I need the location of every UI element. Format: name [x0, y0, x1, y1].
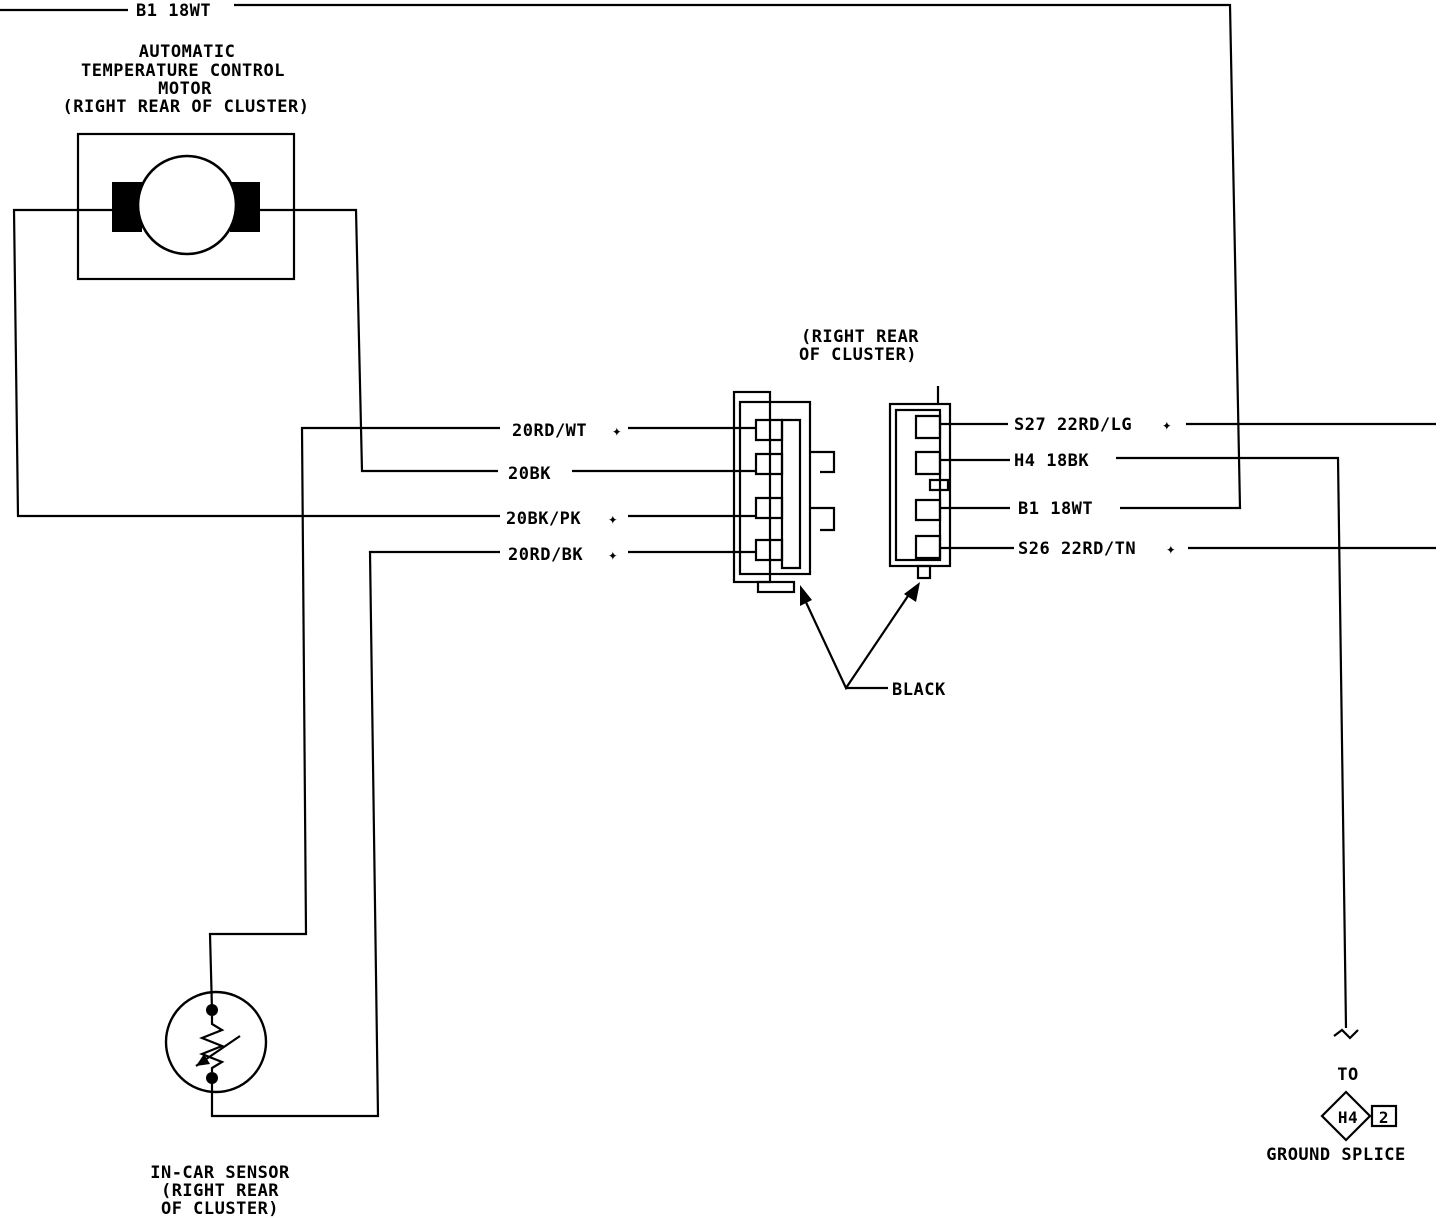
sensor-title-line-2: (RIGHT REAR	[161, 1181, 279, 1201]
wire-break-symbol	[1333, 1028, 1359, 1040]
wire-h4-18bk	[1116, 456, 1348, 1029]
connector-location-2: OF CLUSTER)	[799, 345, 917, 365]
motor-title-line-4: (RIGHT REAR OF CLUSTER)	[63, 97, 310, 117]
in-car-sensor	[164, 990, 268, 1094]
arrowhead-left	[800, 585, 812, 606]
connector-color-label: BLACK	[892, 680, 946, 700]
left-wire-label-2: 20BK	[508, 464, 551, 484]
right-wire-label-2: H4 18BK	[1014, 451, 1089, 471]
left-wire-label-3: 20BK/PK	[506, 509, 581, 529]
motor-title-line-2: TEMPERATURE CONTROL	[81, 61, 285, 81]
motor-title-line-3: MOTOR	[158, 79, 212, 99]
right-wire-star-1: ✦	[1162, 415, 1172, 434]
right-wire-star-4: ✦	[1166, 539, 1176, 558]
b1-18wt-wire	[234, 3, 1242, 510]
ground-splice-label: GROUND SPLICE	[1266, 1145, 1406, 1165]
sensor-title-line-3: OF CLUSTER)	[161, 1199, 279, 1218]
arrowhead-right	[904, 582, 920, 602]
splice-id: H4	[1338, 1108, 1358, 1127]
motor-title-line-1: AUTOMATIC	[139, 42, 236, 62]
left-wire-star-3: ✦	[608, 509, 618, 528]
top-wire-label: B1 18WT	[136, 1, 211, 21]
sensor-title-line-1: IN-CAR SENSOR	[150, 1163, 290, 1183]
black-pointer-lines	[803, 589, 913, 691]
right-wire-label-4: S26 22RD/TN	[1018, 539, 1136, 559]
temperature-control-motor	[76, 132, 296, 281]
wire-20bk	[260, 208, 498, 473]
connector-location-1: (RIGHT REAR	[801, 327, 919, 347]
left-wire-label-4: 20RD/BK	[508, 545, 583, 565]
wire-20bk-pk	[12, 208, 500, 518]
wire-20rd-bk	[210, 550, 500, 1118]
splice-number: 2	[1379, 1108, 1389, 1127]
resistor-zigzag	[199, 1016, 225, 1072]
left-wire-label-1: 20RD/WT	[512, 421, 587, 441]
wire-20rd-wt	[208, 426, 500, 1011]
left-wire-star-1: ✦	[612, 421, 622, 440]
right-wire-label-1: S27 22RD/LG	[1014, 415, 1132, 435]
right-connector	[888, 386, 952, 580]
ground-splice-symbol: H4 2	[1320, 1090, 1398, 1142]
right-wire-label-3: B1 18WT	[1018, 499, 1093, 519]
to-label: TO	[1337, 1065, 1358, 1085]
left-wire-star-4: ✦	[608, 545, 618, 564]
left-connector	[732, 390, 836, 594]
